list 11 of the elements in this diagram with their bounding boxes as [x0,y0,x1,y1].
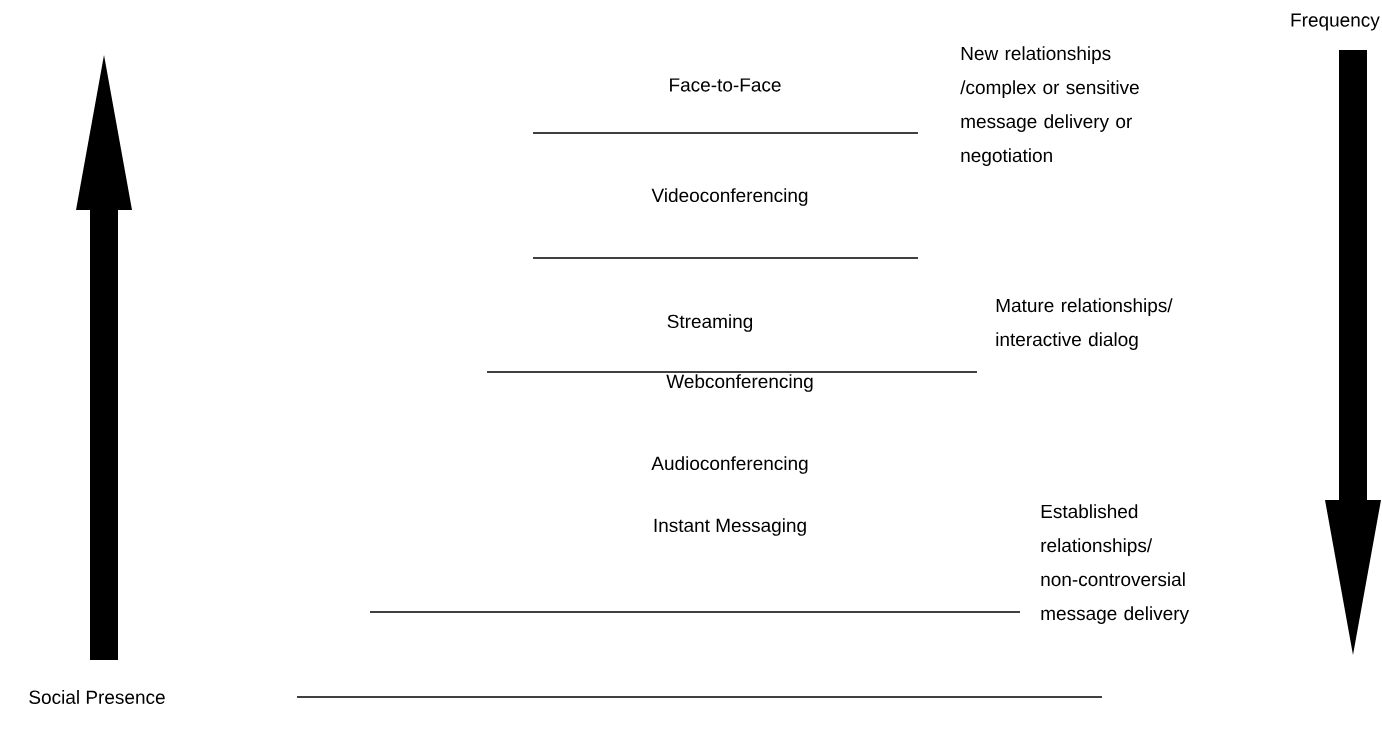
axis-label: Social Presence [29,690,165,704]
usage-note: Mature relationships/ interactive dialog [996,298,1173,350]
tier-label: Instant Messaging [654,518,806,536]
tier-label: Streaming [667,314,753,332]
axis-label: Frequency [1291,13,1380,31]
tier-label: Audioconferencing [651,456,808,474]
usage-note: New relationships /complex or sensitive message delivery or negotiation [960,46,1139,166]
usage-note: Established relationships/ non-controversial message delivery [1041,504,1190,624]
tier-label: Webconferencing [666,374,813,392]
tier-label: Videoconferencing [651,188,808,206]
tier-label: Face-to-Face [670,78,781,92]
